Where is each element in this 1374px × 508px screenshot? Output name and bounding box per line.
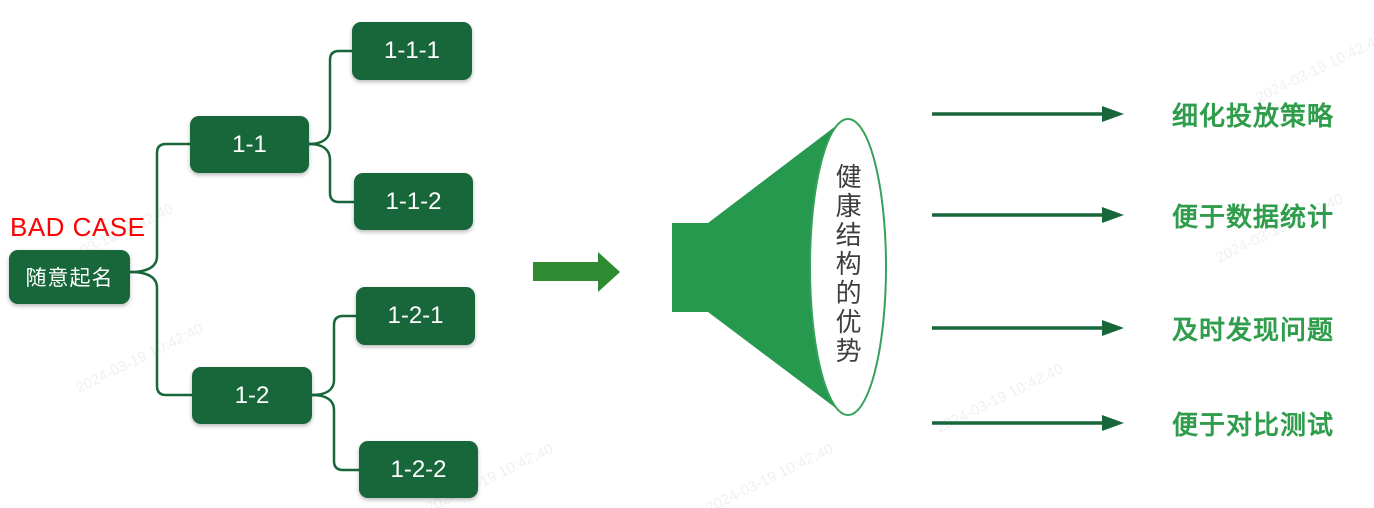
benefit-row-3: 及时发现问题 (930, 308, 1370, 348)
benefit-label-4: 便于对比测试 (1172, 409, 1335, 440)
funnel-mouth-ellipse (809, 118, 887, 416)
tree-node-root: 随意起名 (9, 250, 130, 304)
thin-arrow-icon (932, 320, 1124, 336)
benefit-label-2: 便于数据统计 (1172, 201, 1335, 232)
tree-node-1-1: 1-1 (190, 116, 309, 173)
connector-1-1-to-1-1-1 (307, 49, 354, 146)
funnel-title: 健康结构的优势 (832, 163, 863, 366)
connector-1-1-to-1-1-2 (307, 142, 356, 204)
tree-node-1-2: 1-2 (192, 367, 312, 424)
thin-arrow-icon (932, 207, 1124, 223)
connector-1-2-to-1-2-1 (310, 314, 358, 397)
thin-arrow-icon (932, 106, 1124, 122)
tree-node-1-2-1: 1-2-1 (356, 287, 475, 345)
connector-root-to-1-2 (128, 270, 194, 397)
tree-node-1-1-1: 1-1-1 (352, 22, 472, 80)
tree-node-1-1-2: 1-1-2 (354, 173, 473, 230)
connector-root-to-1-1 (128, 142, 192, 274)
block-arrow-right-icon (533, 252, 620, 292)
benefit-row-2: 便于数据统计 (930, 195, 1370, 235)
bad-case-label: BAD CASE (10, 212, 146, 242)
thin-arrow-icon (932, 415, 1124, 431)
connector-1-2-to-1-2-2 (310, 393, 361, 472)
benefit-label-3: 及时发现问题 (1172, 314, 1335, 345)
benefit-row-4: 便于对比测试 (930, 403, 1370, 443)
tree-node-1-2-2: 1-2-2 (359, 441, 478, 498)
funnel-cone-shape (672, 119, 845, 415)
benefit-label-1: 细化投放策略 (1172, 100, 1335, 131)
benefit-row-1: 细化投放策略 (930, 94, 1370, 134)
